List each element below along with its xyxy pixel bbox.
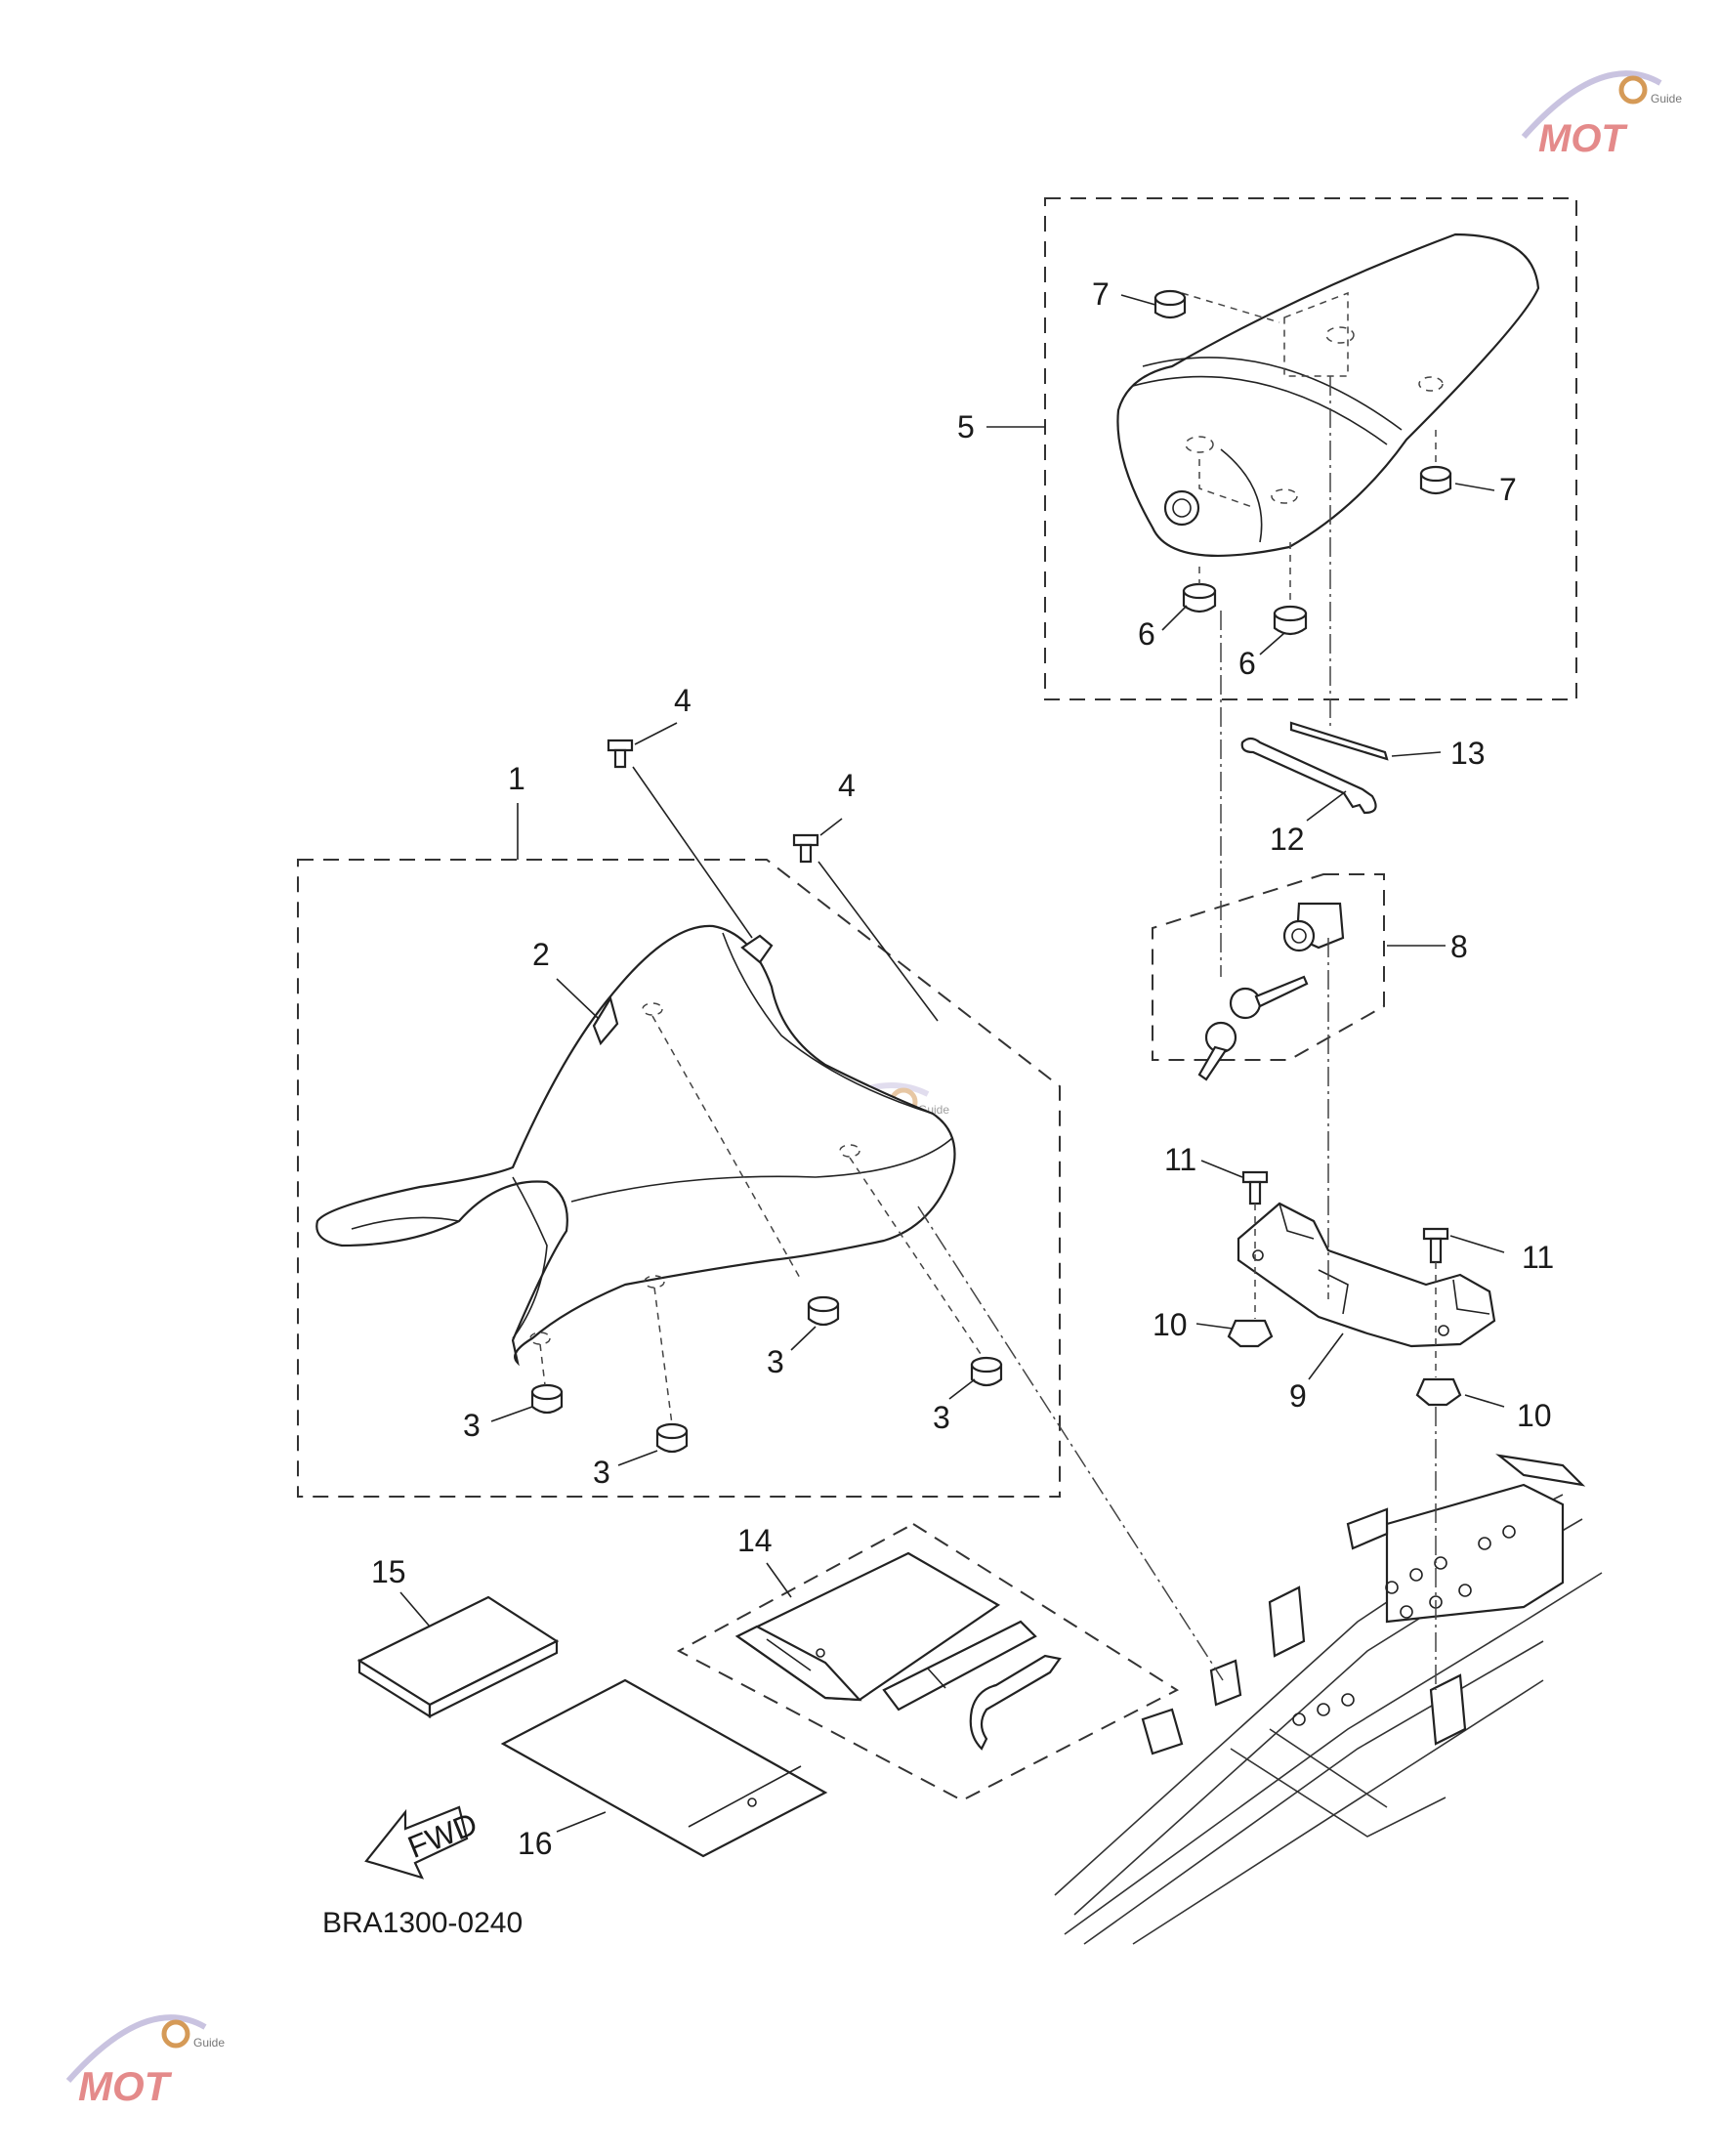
callout-6b: 6 [1238, 646, 1256, 681]
wrench-12 [1240, 737, 1377, 815]
svg-text:Guide: Guide [193, 2036, 225, 2050]
nut-10-left [1227, 1319, 1274, 1348]
forward-direction-arrow: FWD [364, 1805, 482, 1880]
damper-6-right [1273, 605, 1308, 636]
callout-3b: 3 [593, 1455, 610, 1490]
bolt-4-left [607, 739, 634, 769]
watermark-bottom-left: MOT Guide [65, 2014, 225, 2109]
group-box-lock-set [1152, 873, 1385, 1061]
svg-text:Guide: Guide [1651, 92, 1682, 106]
damper-3-b [655, 1422, 689, 1454]
callout-14: 14 [737, 1523, 773, 1558]
group-box-rider-seat [297, 859, 1061, 1498]
callout-3a: 3 [463, 1408, 481, 1443]
seat-bracket [1237, 1202, 1496, 1348]
passenger-seat [1116, 233, 1540, 557]
callout-7a: 7 [1092, 276, 1110, 312]
callout-8: 8 [1450, 929, 1468, 964]
callout-9: 9 [1289, 1378, 1307, 1414]
damper-3-d [970, 1356, 1003, 1387]
callout-5: 5 [957, 409, 975, 444]
callout-11a: 11 [1164, 1142, 1196, 1177]
spanner [969, 1654, 1062, 1751]
callout-4a: 4 [674, 683, 692, 718]
rider-seat [315, 924, 987, 1367]
key-set [1197, 975, 1309, 1081]
bolt-4-right [792, 833, 819, 864]
callout-13: 13 [1450, 736, 1486, 771]
group-box-tool-kit [676, 1522, 1180, 1802]
pin-wrench-13 [1289, 721, 1389, 761]
callout-2: 2 [532, 937, 550, 972]
rear-frame [1054, 1454, 1603, 1945]
callout-11b: 11 [1522, 1240, 1554, 1275]
callout-4b: 4 [838, 768, 856, 803]
bolt-11-right [1422, 1227, 1449, 1264]
callout-10b: 10 [1517, 1398, 1552, 1433]
group-box-passenger-seat [1044, 197, 1577, 700]
callout-7b: 7 [1499, 472, 1517, 507]
leader-lines [399, 294, 1505, 1833]
nut-10-right [1415, 1377, 1462, 1407]
callout-numbers: 1 2 3 3 3 3 4 4 5 6 6 7 7 8 9 10 10 11 1… [371, 276, 1554, 1861]
callout-10a: 10 [1153, 1307, 1188, 1342]
callout-16: 16 [518, 1826, 553, 1861]
callout-1: 1 [508, 761, 525, 796]
damper-7-left [1153, 289, 1187, 319]
bolt-11-left [1241, 1170, 1269, 1205]
owners-manual [356, 1595, 560, 1718]
watermark-top-right: MOT Guide [1521, 70, 1682, 160]
damper-3-c [807, 1295, 840, 1327]
callout-15: 15 [371, 1554, 406, 1589]
svg-text:MOT: MOT [78, 2063, 173, 2109]
seat-lock [1282, 902, 1345, 952]
damper-7-right [1419, 465, 1452, 495]
callout-12: 12 [1270, 822, 1305, 857]
callout-3c: 3 [767, 1344, 784, 1379]
callout-6a: 6 [1138, 616, 1155, 652]
damper-3-a [530, 1383, 564, 1415]
screwdriver [882, 1620, 1037, 1712]
tool-bag [734, 1551, 1001, 1702]
drawing-code: BRA1300-0240 [322, 1907, 523, 1939]
callout-3d: 3 [933, 1400, 950, 1435]
damper-6-left [1182, 582, 1217, 613]
document-pouch [500, 1678, 828, 1858]
svg-text:MOT: MOT [1538, 117, 1628, 160]
